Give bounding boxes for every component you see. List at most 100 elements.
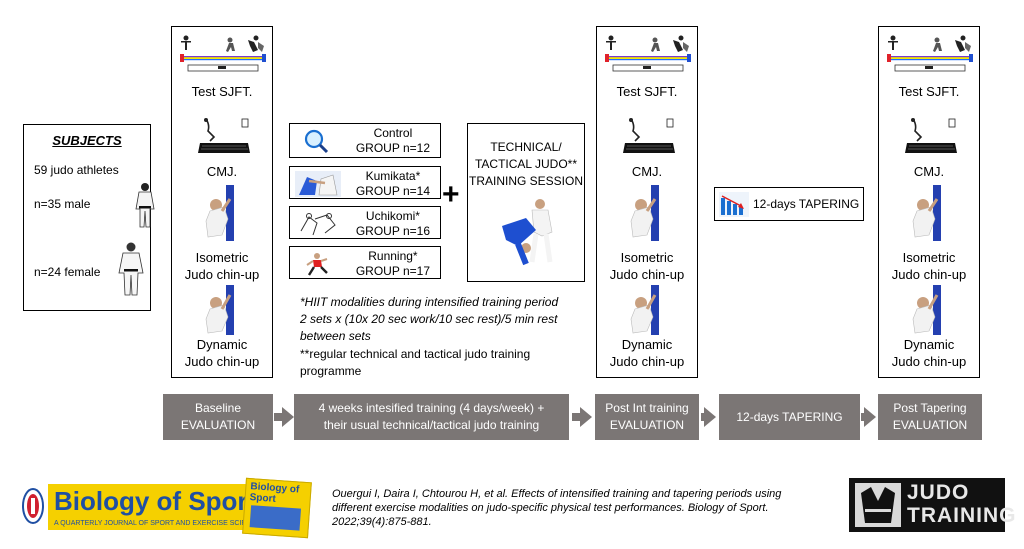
timeline-arrow-1 [282,407,294,427]
cmj-platform-icon [198,118,250,153]
journal-cover-thumbnail: Biology of Sport [242,477,312,539]
journal-name: Biology of Sport [54,486,257,516]
subjects-male: n=35 male [34,197,91,211]
dynamic-label-1: Dynamic [196,337,248,352]
dynamic-label-2: Judo chin-up [184,354,260,369]
group-running-label: Running* GROUP n=17 [356,249,430,279]
group-count: GROUP n=16 [355,224,430,238]
cmj-label: CMJ. [631,164,663,179]
isometric-label-1: Isometric [620,250,674,265]
dynamic-chinup-photo [630,285,659,335]
session-line-1: TECHNICAL/ [490,140,562,154]
isometric-label-1: Isometric [195,250,249,265]
group-count: GROUP n=14 [355,184,430,198]
journal-emblem-logo [22,488,44,524]
journal-cover-image [249,505,302,531]
session-line-3: TRAINING SESSION [468,174,584,188]
test-panel-post-int: Test SJFT. CMJ. Isometric Judo chin-up D… [596,26,698,378]
timeline-arrow-4 [864,407,876,427]
isometric-label-2: Judo chin-up [609,267,685,282]
female-judoka-icon [118,242,144,296]
test-panel-baseline: Test SJFT. CMJ. Isometric Judo chin-up D… [171,26,273,378]
group-uchikomi: Uchikomi* GROUP n=16 [289,206,441,239]
dynamic-label-2: Judo chin-up [609,354,685,369]
group-count: GROUP n=17 [355,264,430,278]
brand-line-2: TRAINING [907,504,1017,527]
citation-line-3: 2022;39(4):875-881. [332,516,432,528]
judo-throw-photo [502,199,553,266]
group-name: Running* [368,249,418,263]
tapering-panel: 12-days TAPERING [714,187,864,221]
cmj-platform-icon [623,118,675,153]
sjft-diagram-icon [605,35,691,72]
note-line-5: programme [300,364,362,378]
dynamic-chinup-photo [205,285,234,335]
journal-banner: Biology of Sport A QUARTERLY JOURNAL OF … [48,484,266,530]
sjft-label: Test SJFT. [616,84,678,99]
training-session-panel: TECHNICAL/ TACTICAL JUDO** TRAINING SESS… [467,123,585,282]
cmj-label: CMJ. [206,164,238,179]
timeline-training-line-2: their usual technical/tactical judo trai… [323,418,540,432]
timeline-baseline: Baseline EVALUATION [163,394,273,440]
judo-grip-icon [295,171,341,197]
dynamic-label-2: Judo chin-up [891,354,967,369]
group-control-label: Control GROUP n=12 [356,126,430,156]
judoka-silhouette-icon [855,483,901,527]
note-line-3: between sets [300,329,371,343]
isometric-label-1: Isometric [902,250,956,265]
journal-subtitle: A QUARTERLY JOURNAL OF SPORT AND EXERCIS… [54,520,266,527]
timeline-arrow-1-shaft [274,413,282,421]
isometric-chinup-photo [205,185,234,241]
isometric-chinup-photo [630,185,659,241]
magnifier-icon [304,129,329,154]
test-panel-post-tapering: Test SJFT. CMJ. Isometric Judo chin-up D… [878,26,980,378]
subjects-title: SUBJECTS [52,133,122,148]
dynamic-label-1: Dynamic [621,337,673,352]
citation-line-2: different exercise modalities on judo-sp… [332,502,769,514]
group-name: Uchikomi* [365,209,420,223]
group-kumikata: Kumikata* GROUP n=14 [289,166,441,199]
isometric-chinup-photo [912,185,941,241]
timeline-arrow-2-shaft [572,413,580,421]
plus-sign: + [442,178,460,211]
runner-icon [306,253,328,276]
journal-cover-title: Biology of Sport [249,481,300,505]
cmj-platform-icon [905,118,957,153]
timeline-baseline-line-2: EVALUATION [180,418,256,432]
subjects-female: n=24 female [34,265,101,279]
timeline-tapering-line-1: 12-days TAPERING [736,409,843,424]
timeline-post-tapering-line-2: EVALUATION [892,418,968,432]
group-running: Running* GROUP n=17 [289,246,441,279]
timeline-arrow-2 [580,407,592,427]
timeline-post-tapering-line-1: Post Tapering [893,401,967,415]
group-control: Control GROUP n=12 [289,123,441,158]
regular-note: **regular technical and tactical judo tr… [300,346,530,380]
group-kumikata-label: Kumikata* GROUP n=14 [356,169,430,199]
isometric-label-2: Judo chin-up [891,267,967,282]
brand-line-1: JUDO [907,481,970,504]
timeline-post-tapering: Post Tapering EVALUATION [878,394,982,440]
timeline-training-line-1: 4 weeks intesified training (4 days/week… [318,401,545,415]
dynamic-label-1: Dynamic [903,337,955,352]
citation: Ouergui I, Daira I, Chtourou H, et al. E… [332,487,781,529]
timeline-arrow-4-shaft [861,413,865,421]
isometric-label-2: Judo chin-up [184,267,260,282]
judo-throw-sketch-icon [300,213,336,236]
sjft-label: Test SJFT. [191,84,253,99]
timeline-tapering: 12-days TAPERING [719,394,860,440]
timeline-arrow-3-shaft [701,413,705,421]
declining-chart-icon [719,192,749,217]
subjects-panel: SUBJECTS 59 judo athletes n=35 male n=24… [23,124,155,311]
timeline-post-int: Post Int training EVALUATION [595,394,699,440]
group-name: Control [373,126,413,140]
sjft-diagram-icon [887,35,973,72]
timeline-intensified-training: 4 weeks intesified training (4 days/week… [294,394,569,440]
sjft-diagram-icon [180,35,266,72]
timeline-post-int-line-1: Post Int training [605,401,689,415]
timeline-arrow-3 [704,407,716,427]
hiit-note: *HIIT modalities during intensified trai… [300,294,558,345]
note-line-4: **regular technical and tactical judo tr… [300,347,531,361]
tapering-label: 12-days TAPERING [753,197,860,211]
dynamic-chinup-photo [912,285,941,335]
note-line-1: *HIIT modalities during intensified trai… [300,295,559,309]
